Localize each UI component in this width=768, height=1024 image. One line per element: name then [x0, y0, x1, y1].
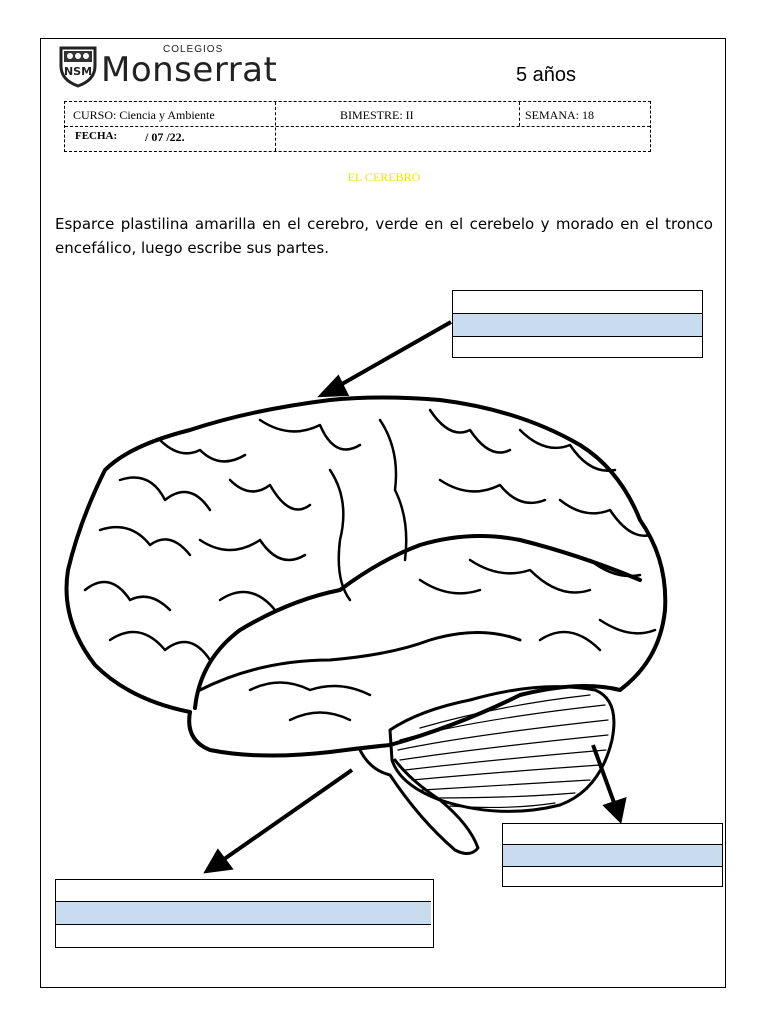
info-table: CURSO: Ciencia y Ambiente BIMESTRE: II S…: [64, 101, 651, 152]
brainstem-outline: [358, 748, 480, 855]
worksheet-page: [40, 38, 726, 988]
label-box-cerebellum[interactable]: [502, 823, 723, 887]
logo-letters: NSM: [64, 65, 92, 78]
answer-line[interactable]: [56, 901, 431, 925]
bimestre-field: BIMESTRE: II: [340, 108, 414, 122]
school-small-label: COLEGIOS: [163, 44, 224, 55]
answer-line[interactable]: [503, 844, 722, 867]
label-box-cerebrum[interactable]: [452, 290, 703, 358]
school-name: Monserrat: [101, 50, 278, 90]
school-logo: NSM COLEGIOS Monserrat: [55, 42, 295, 92]
semana-field: SEMANA: 18: [525, 108, 595, 122]
cerebrum-outline: [64, 395, 668, 758]
fecha-value: / 07 /22.: [145, 130, 185, 144]
instructions-text: Esparce plastilina amarilla en el cerebr…: [55, 215, 713, 257]
fecha-label: FECHA:: [75, 130, 118, 142]
curso-field: CURSO: Ciencia y Ambiente: [73, 108, 215, 122]
age-label: 5 años: [516, 64, 577, 86]
answer-line[interactable]: [453, 313, 702, 337]
shield-icon: NSM: [59, 46, 97, 88]
topic-title: EL CEREBRO: [347, 170, 421, 184]
label-box-brainstem[interactable]: [55, 879, 434, 948]
